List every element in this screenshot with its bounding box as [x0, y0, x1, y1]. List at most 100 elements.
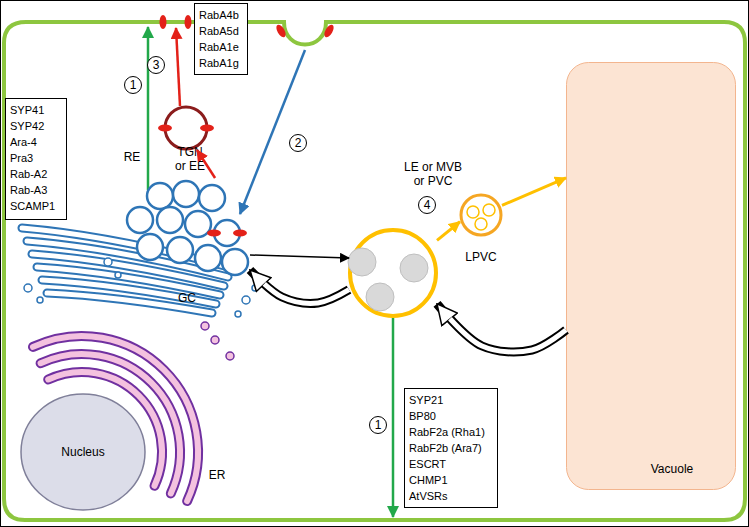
recycling-endosome: RE: [164, 106, 208, 150]
block-arrow: [250, 270, 349, 303]
marker-list-box: RabA4bRabA5dRabA1eRabA1g: [194, 3, 248, 75]
marker-name: RabA5d: [199, 23, 243, 39]
cargo-receptor: [322, 23, 335, 39]
tgn-vesicle: [173, 181, 199, 207]
arrow-inner: [437, 304, 566, 352]
secretion-arrow: [147, 27, 150, 190]
marker-name: Pra3: [10, 150, 62, 166]
marker-name: ESCRT: [409, 456, 493, 472]
small-vesicle: [37, 297, 43, 303]
marker-name: AtVSRs: [409, 488, 493, 504]
marker-name: Ara-4: [10, 134, 62, 150]
callout-number: 3: [147, 56, 165, 74]
compartment-label: LPVC: [451, 250, 511, 264]
vacuole-shape: [567, 63, 736, 490]
callout-number: 1: [369, 416, 387, 434]
tgn-vesicle: [127, 207, 153, 233]
cargo-receptor: [158, 125, 172, 132]
intraluminal-vesicle: [475, 218, 487, 230]
endocytosis-arrow: [240, 50, 305, 214]
small-vesicle: [115, 272, 121, 278]
plasma-membrane: [4, 22, 745, 520]
marker-name: SCAMP1: [10, 198, 62, 214]
block-arrow: [437, 304, 566, 352]
callout-number: 2: [289, 134, 307, 152]
tgn-vesicle: [167, 237, 193, 263]
vacuole: Vacuole: [566, 62, 736, 490]
flow-arrow: [502, 178, 566, 205]
compartment-label: Nucleus: [20, 445, 146, 459]
marker-name: SYP41: [10, 102, 62, 118]
tgn-vesicle: [157, 207, 183, 233]
tgn-vesicle: [147, 183, 173, 209]
marker-name: RabA1g: [199, 55, 243, 71]
small-vesicle: [242, 296, 250, 304]
marker-name: SYP42: [10, 118, 62, 134]
callout-number: 4: [418, 196, 436, 214]
cargo-receptor: [233, 230, 247, 237]
secretion-arrow: [392, 318, 395, 517]
marker-name: Rab-A3: [10, 182, 62, 198]
marker-name: BP80: [409, 408, 493, 424]
er-vesicle: [201, 322, 209, 330]
recycling-arrow: [176, 28, 180, 106]
arrow-inner: [250, 270, 349, 303]
prevacuolar-compartment: LE or MVB or PVC: [349, 229, 437, 317]
shape-group: [348, 230, 436, 316]
recycling-endosome-shape: [164, 106, 208, 150]
tgn-vesicle: [222, 249, 248, 275]
tgn-vesicle: [199, 185, 225, 211]
lpvc-membrane: [461, 195, 501, 235]
compartment-label: TGN or EE: [173, 145, 207, 173]
prevacuolar-compartment-shape: [349, 229, 437, 317]
nucleus-shape: [21, 394, 145, 510]
intraluminal-vesicle: [483, 204, 495, 216]
er-vesicle: [211, 336, 219, 344]
compartment-label: ER: [205, 468, 229, 482]
tgn-cluster-shape: [100, 178, 250, 278]
compartment-label: LE or MVB or PVC: [401, 160, 465, 188]
small-vesicle: [104, 258, 112, 266]
flow-arrow: [197, 150, 215, 178]
cargo-receptor: [185, 15, 192, 29]
tgn-vesicle: [137, 234, 163, 260]
small-vesicle: [252, 285, 258, 291]
shape-group: [461, 195, 501, 235]
marker-name: CHMP1: [409, 472, 493, 488]
tgn-vesicle: [195, 245, 221, 271]
intraluminal-vesicle: [467, 206, 479, 218]
shape-group: [22, 228, 258, 317]
compartment-label: Vacuole: [642, 462, 702, 476]
late-pvc: LPVC: [460, 194, 502, 236]
vacuole-shape: [566, 62, 736, 490]
intraluminal-vesicle: [366, 283, 394, 311]
intraluminal-vesicle: [400, 254, 428, 282]
cargo-receptor: [200, 125, 214, 132]
marker-name: SYP21: [409, 392, 493, 408]
compartment-label: GC: [175, 291, 199, 305]
marker-name: RabA4b: [199, 7, 243, 23]
small-vesicle: [235, 311, 241, 317]
cargo-receptor: [207, 230, 221, 237]
marker-name: RabA1e: [199, 39, 243, 55]
intraluminal-vesicle: [348, 248, 376, 276]
small-vesicle: [24, 284, 32, 292]
shape-group: [567, 63, 736, 490]
flow-arrow: [250, 255, 349, 258]
cargo-receptor: [160, 15, 167, 29]
flow-arrow: [437, 222, 460, 241]
marker-name: Rab-A2: [10, 166, 62, 182]
marker-name: RabF2a (Rha1): [409, 424, 493, 440]
marker-name: RabF2b (Ara7): [409, 440, 493, 456]
marker-list-box: SYP21BP80RabF2a (Rha1)RabF2b (Ara7)ESCRT…: [404, 388, 498, 508]
shape-group: [158, 107, 214, 149]
marker-list-box: SYP41SYP42Ara-4Pra3Rab-A2Rab-A3SCAMP1: [5, 98, 67, 220]
late-pvc-shape: [460, 194, 502, 236]
connector-group: [197, 150, 566, 352]
callout-number: 1: [124, 76, 142, 94]
shape-group: [21, 394, 145, 510]
